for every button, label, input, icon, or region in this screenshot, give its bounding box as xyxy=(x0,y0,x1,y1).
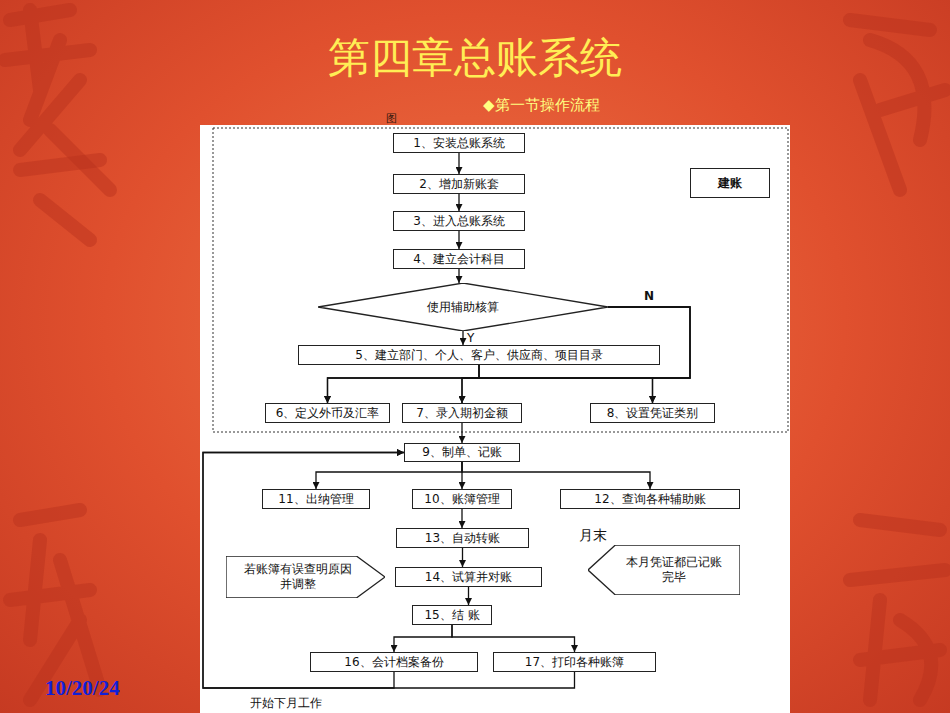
white-sheet xyxy=(200,125,790,713)
process-box: 7、录入期初金额 xyxy=(402,403,522,423)
flow-connector xyxy=(462,462,650,489)
process-box: 16、会计档案备份 xyxy=(310,652,478,672)
process-box: 15、结 账 xyxy=(412,605,492,625)
callout-shape: 本月凭证都已记账完毕 xyxy=(588,545,740,595)
flow-connector xyxy=(316,462,462,489)
process-box: 9、制单、记账 xyxy=(404,443,520,462)
date-label: 10/20/24 xyxy=(45,676,120,701)
process-box: 1、安装总账系统 xyxy=(393,133,525,153)
node-text: 8、设置凭证类别 xyxy=(607,406,699,421)
process-box: 8、设置凭证类别 xyxy=(590,403,715,423)
flow-connector xyxy=(462,365,479,403)
node-text: 11、出纳管理 xyxy=(278,492,353,507)
node-text: 3、进入总账系统 xyxy=(413,214,505,229)
dashed-region xyxy=(213,128,788,432)
process-box: 14、试算并对账 xyxy=(395,567,542,587)
slide-title: 第四章总账系统 xyxy=(0,30,950,86)
process-box: 13、自动转账 xyxy=(396,528,529,548)
flow-label: 图 xyxy=(386,111,397,126)
process-box: 4、建立会计科目 xyxy=(393,249,525,269)
process-box: 5、建立部门、个人、客户、供应商、项目目录 xyxy=(298,345,660,365)
node-text: 13、自动转账 xyxy=(425,531,500,546)
process-box: 3、进入总账系统 xyxy=(393,211,525,231)
flow-connector xyxy=(462,331,463,345)
section-subtitle: ◆第一节操作流程 xyxy=(483,96,600,115)
node-text: 12、查询各种辅助账 xyxy=(594,492,705,507)
process-box: 11、出纳管理 xyxy=(262,489,370,509)
node-text: 4、建立会计科目 xyxy=(413,252,505,267)
node-text: 10、账簿管理 xyxy=(424,492,499,507)
flow-label: Y xyxy=(467,331,474,345)
process-box: 建账 xyxy=(690,168,770,198)
flow-connector xyxy=(458,269,459,283)
process-box: 6、定义外币及汇率 xyxy=(265,403,390,423)
node-text: 9、制单、记账 xyxy=(422,445,502,460)
process-box: 10、账簿管理 xyxy=(412,489,512,509)
flow-label: N xyxy=(644,289,654,303)
node-text: 使用辅助核算 xyxy=(427,300,499,315)
process-box: 2、增加新账套 xyxy=(393,174,525,194)
flow-connector xyxy=(394,625,452,652)
node-text: 5、建立部门、个人、客户、供应商、项目目录 xyxy=(355,348,603,363)
node-text: 2、增加新账套 xyxy=(419,177,499,192)
node-text: 17、打印各种账簿 xyxy=(525,655,624,670)
node-text: 15、结 账 xyxy=(424,608,479,623)
node-text: 14、试算并对账 xyxy=(425,570,512,585)
node-text: 建账 xyxy=(718,176,742,191)
node-text: 7、录入期初金额 xyxy=(416,406,508,421)
flow-connector xyxy=(479,365,653,403)
flow-connector xyxy=(458,231,459,249)
node-text: 1、安装总账系统 xyxy=(413,136,505,151)
flow-connector xyxy=(468,587,469,605)
flow-connector xyxy=(458,194,459,211)
flow-connector xyxy=(458,153,459,174)
process-box: 17、打印各种账簿 xyxy=(493,652,656,672)
decision-diamond: 使用辅助核算 xyxy=(318,283,608,331)
node-text: 16、会计档案备份 xyxy=(344,655,443,670)
flow-label: 月末 xyxy=(579,527,607,545)
flow-label: 开始下月工作 xyxy=(250,695,322,712)
node-text: 本月凭证都已记账完毕 xyxy=(624,555,724,585)
process-box: 12、查询各种辅助账 xyxy=(560,489,740,509)
callout-shape: 若账簿有误查明原因并调整 xyxy=(226,556,385,598)
flow-connector xyxy=(461,509,462,528)
flow-connector xyxy=(461,423,462,443)
node-text: 若账簿有误查明原因并调整 xyxy=(239,562,357,592)
flow-connector xyxy=(462,548,463,567)
node-text: 6、定义外币及汇率 xyxy=(276,406,380,421)
flow-connector xyxy=(452,625,575,652)
flow-connector xyxy=(328,365,480,403)
